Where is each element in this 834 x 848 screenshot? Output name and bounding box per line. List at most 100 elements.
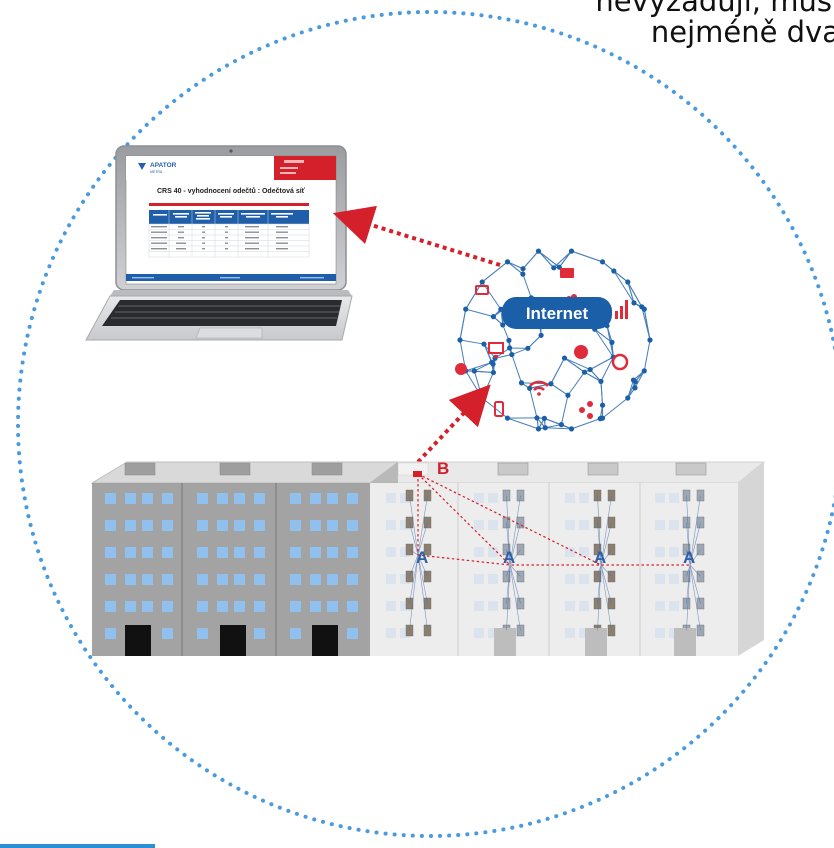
mesh-node [599,259,606,265]
phone-icon [494,401,504,417]
mesh-link [627,281,643,308]
mesh-link [600,549,612,566]
mesh-link [600,564,612,631]
mesh-node [506,337,512,343]
window [565,493,575,503]
window [310,547,321,558]
window [310,574,321,585]
mesh-link [627,281,635,304]
window [142,574,153,585]
mesh-node [535,426,542,432]
window [347,520,358,531]
window [197,547,208,558]
signal-icon [615,311,618,319]
window [290,547,301,558]
mesh-link [545,427,572,430]
mesh-node [598,378,604,384]
mesh-link [564,357,591,371]
window [197,520,208,531]
window [669,520,679,530]
laptop-trackpad [195,327,263,339]
mesh-link [597,549,602,566]
mesh-link [643,339,651,371]
mesh-node [538,332,544,338]
window [669,601,679,611]
window [217,574,228,585]
mesh-link [522,273,532,298]
mesh-link [600,522,612,566]
mesh-link [409,554,419,604]
screen-table [148,210,310,258]
mesh-link [417,554,428,577]
mesh-link [627,379,634,399]
header-line-2: nejméně dva [650,15,834,49]
mesh-link [409,495,419,556]
window [474,601,484,611]
window [386,547,396,557]
mesh-link [689,495,701,566]
mesh-link [459,309,467,341]
window [565,601,575,611]
mesh-node [611,268,617,274]
window [290,520,301,531]
window [254,493,265,504]
window [400,628,410,638]
window [488,628,498,638]
mesh-link [502,324,510,341]
window [347,574,358,585]
battery-icon [475,285,489,295]
mesh-link [571,418,601,430]
mesh-link [481,261,508,283]
laptop: APATOR METRA CRS 40 - vyhodnocení odečtů… [85,145,353,341]
window [310,493,321,504]
window [254,547,265,558]
mesh-link [643,309,651,341]
header-line-1: nevyžadují, musí [595,0,834,18]
mesh-link [506,564,511,577]
window [125,520,136,531]
window [290,601,301,612]
screen-brand: APATOR [150,162,177,169]
mesh-node [525,345,531,351]
window [488,493,498,503]
mesh-link [600,564,612,604]
window [162,601,173,612]
internet-label: Internet [526,304,589,323]
mesh-link [558,250,572,268]
mesh-link [538,250,560,268]
window [105,628,116,639]
mesh-link [600,356,614,382]
window [290,628,301,639]
mesh-node [509,351,515,358]
mesh-link [550,383,569,396]
mesh-link [509,495,521,566]
mesh-node [631,300,637,306]
screen-brand-sub: METRA [150,170,163,174]
window [162,628,173,639]
window [565,547,575,557]
window [125,601,136,612]
window [197,493,208,504]
window [217,601,228,612]
mesh-link [417,522,428,556]
mesh-node [490,369,497,376]
mesh-node [507,345,513,351]
mesh-node [565,392,571,398]
window [125,547,136,558]
label-a-1: A [416,548,428,567]
window [347,601,358,612]
mesh-node [479,279,485,285]
window [474,520,484,530]
window [400,520,410,530]
mesh-link [597,564,602,631]
mesh-link [465,361,492,372]
window [579,628,589,638]
internet-globe: Internet [455,248,653,432]
window [217,493,228,504]
mesh-link [567,371,585,396]
window [162,493,173,504]
bottom-accent-bar [0,844,155,848]
mesh-link [594,328,613,343]
mesh-link [689,522,701,566]
